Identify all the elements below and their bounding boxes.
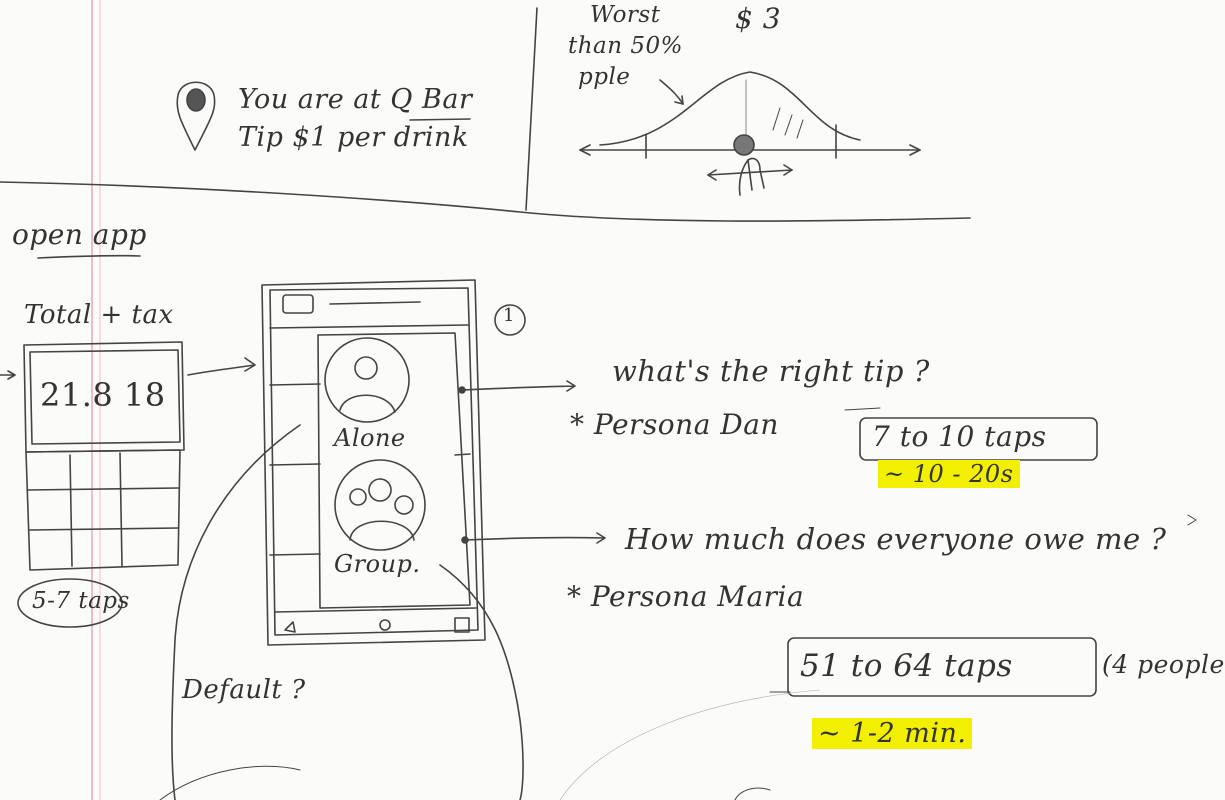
option-group-label: Group. [334, 550, 421, 578]
receipt-taps: 5-7 taps [32, 588, 130, 614]
alone-flow-arrow [461, 380, 576, 392]
group-persona: * Persona Maria [567, 580, 805, 613]
group-time: ~ 1-2 min. [812, 718, 973, 749]
receipt-to-phone-arrow [187, 357, 256, 376]
separator-horizontal [0, 181, 971, 222]
finger-tap-icon [738, 157, 765, 196]
receipt-title: Total + tax [24, 300, 174, 330]
slider-handle-icon [707, 134, 793, 181]
right-flow-curve [439, 564, 524, 800]
step-number: 1 [503, 305, 515, 326]
pin-note-underline [409, 118, 471, 121]
arrow-into-receipt [0, 370, 16, 380]
open-app-heading: open app [12, 218, 147, 251]
alone-question: what's the right tip ? [612, 354, 930, 388]
phone-sketch [261, 279, 486, 646]
pin-note-location: You are at Q Bar [238, 84, 473, 115]
worst-label: Worst [590, 2, 661, 28]
group-flow-arrow [464, 532, 606, 544]
separator-vertical [525, 7, 538, 211]
option-alone-label: Alone [334, 424, 406, 452]
pin-note-tip: Tip $1 per drink [238, 122, 469, 153]
group-taps: 51 to 64 taps [800, 648, 1013, 684]
group-taps-box [787, 637, 1097, 697]
receipt-amount: 21.8 18 [40, 376, 166, 414]
location-pin-icon [176, 81, 216, 151]
receipt-sketch [23, 341, 185, 571]
open-app-underline [37, 254, 141, 259]
people-label: pple [578, 64, 631, 90]
alone-persona: * Persona Dan [570, 408, 779, 441]
group-people: (4 people [1102, 650, 1225, 679]
step-number-circle [494, 304, 526, 336]
group-avatar-icon [334, 459, 426, 551]
default-note: Default ? [182, 675, 306, 705]
alone-time: ~ 10 - 20s [878, 460, 1020, 488]
sketch-canvas [0, 0, 1197, 800]
default-flow-curve [171, 424, 301, 800]
alone-taps: 7 to 10 taps [872, 420, 1047, 453]
receipt-taps-circle [17, 578, 123, 628]
alone-avatar-icon [324, 337, 410, 423]
worst-percent: than 50% [568, 33, 684, 59]
tip-amount: $ 3 [735, 2, 782, 35]
group-question: How much does everyone owe me ? [625, 522, 1167, 556]
